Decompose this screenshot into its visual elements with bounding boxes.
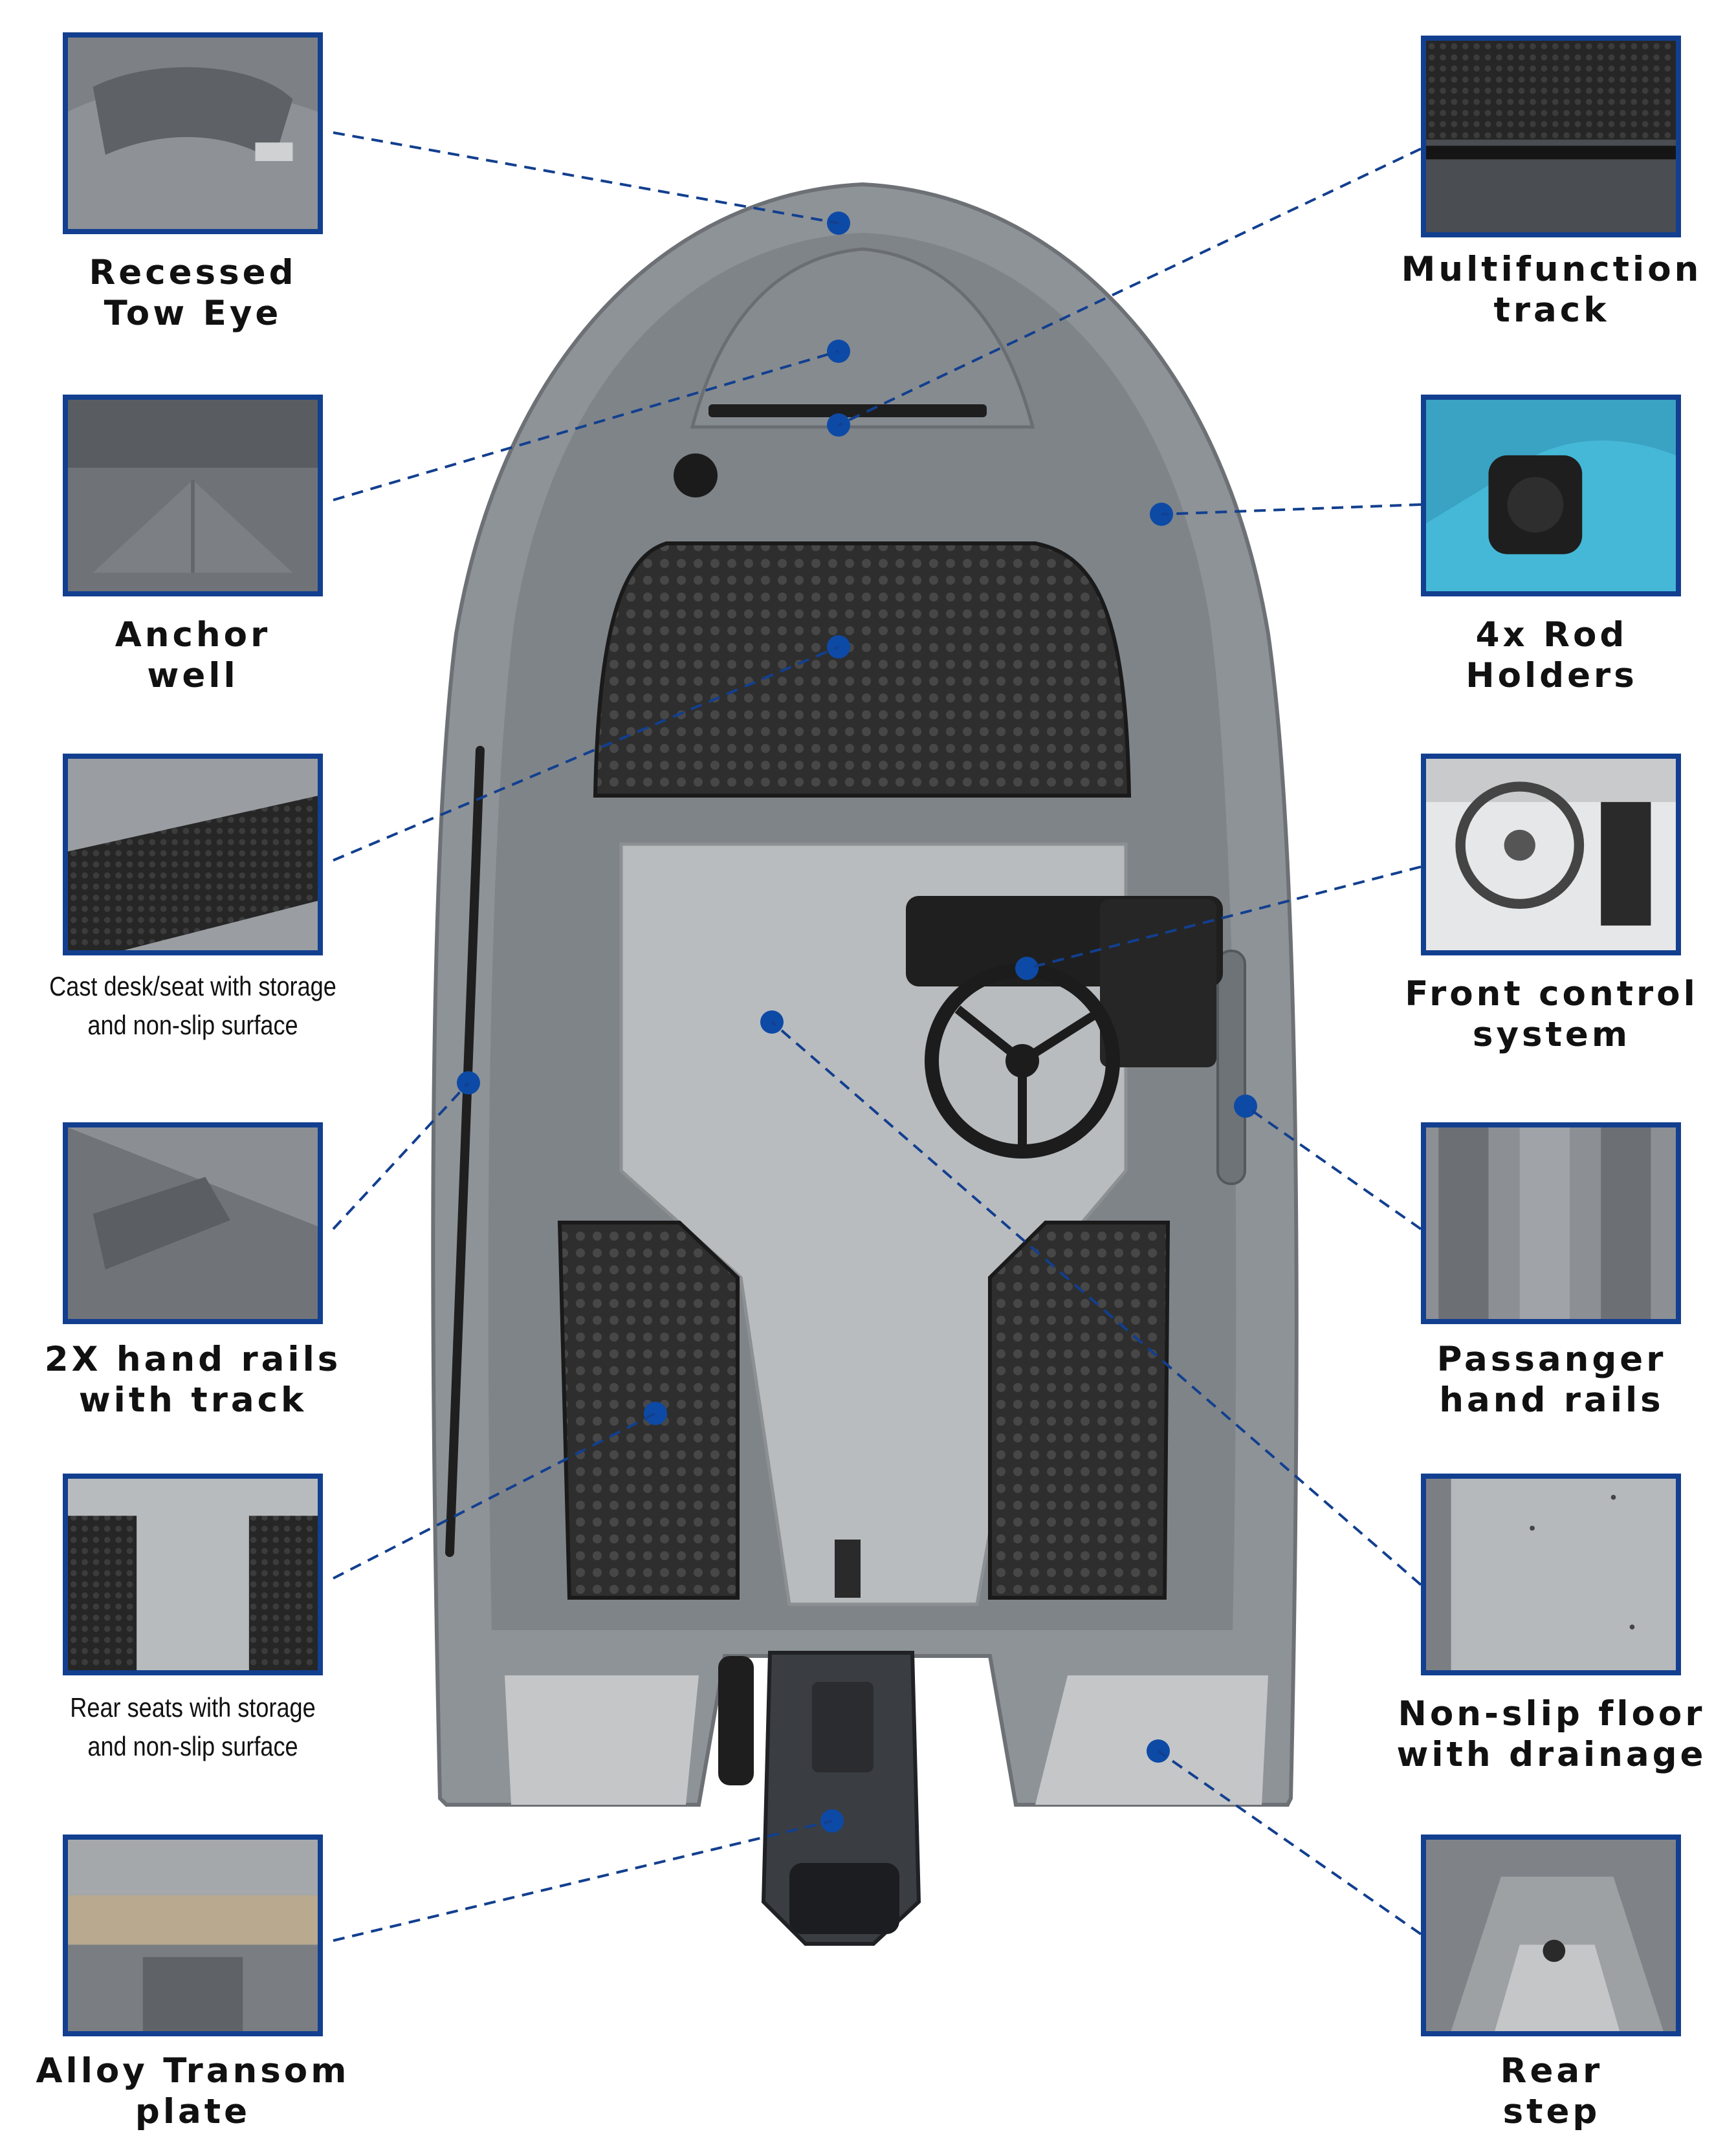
cast-desk-caption: Cast desk/seat with storage and non-slip…	[49, 971, 336, 1040]
transom-thumbnail	[63, 1835, 323, 2036]
hand-rails-thumbnail	[63, 1122, 323, 1324]
cast-desk-thumbnail	[63, 754, 323, 955]
rear-step-caption: Rear step	[1500, 2051, 1603, 2131]
rod-holders-thumbnail	[1421, 395, 1681, 596]
anchor-well-caption: Anchor well	[115, 615, 271, 695]
cast-desk-pad	[593, 541, 1132, 798]
rear-step-thumbnail	[1421, 1835, 1681, 2036]
track-thumbnail	[1421, 36, 1681, 237]
floor-thumbnail	[1421, 1474, 1681, 1675]
transom-caption: Alloy Transom plate	[36, 2051, 350, 2131]
hand-rails-caption: 2X hand rails with track	[44, 1340, 342, 1420]
control-caption: Front control system	[1405, 974, 1698, 1054]
rear-seats-caption: Rear seats with storage and non-slip sur…	[70, 1692, 316, 1761]
control-thumbnail	[1421, 754, 1681, 955]
passenger-rails-caption: Passanger hand rails	[1436, 1340, 1667, 1420]
anchor-well-thumbnail	[63, 395, 323, 596]
hatch-cap	[674, 453, 718, 497]
multifunction-track-bar	[709, 404, 987, 417]
track-caption: Multifunction track	[1401, 250, 1702, 330]
passenger-rails-thumbnail	[1421, 1122, 1681, 1324]
floor-caption: Non-slip floor with drainage	[1396, 1694, 1707, 1774]
rod-holders-caption: 4x Rod Holders	[1466, 615, 1638, 695]
rear-seats-thumbnail	[63, 1474, 323, 1675]
tow-eye-thumbnail	[63, 32, 323, 234]
passenger-hand-rail	[1216, 950, 1246, 1185]
tow-eye-caption: Recessed Tow Eye	[89, 253, 297, 333]
